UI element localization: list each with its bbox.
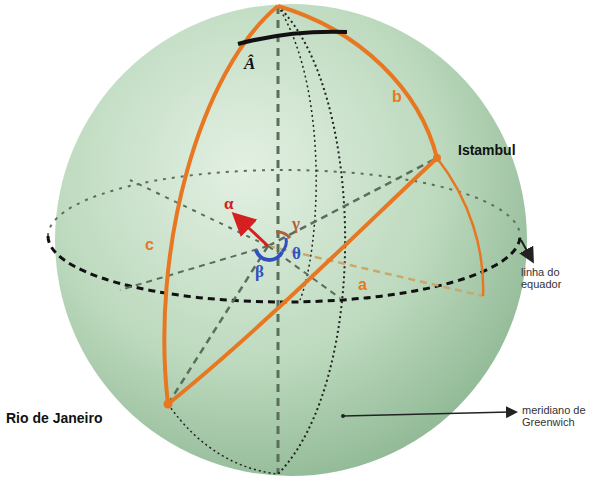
angle-label: β <box>255 262 264 282</box>
angle-label: θ <box>292 244 301 264</box>
city-label: Rio de Janeiro <box>6 410 102 426</box>
arc-label: b <box>392 88 402 106</box>
arc-label: c <box>145 236 154 254</box>
angle-label: Â <box>244 54 255 74</box>
arc-label: a <box>358 276 367 294</box>
meridian-label: meridiano de Greenwich <box>522 404 590 428</box>
angle-label: α <box>224 194 234 214</box>
city-label: Istambul <box>458 142 516 158</box>
equator-label: linha do equador <box>521 266 583 290</box>
angle-label: γ <box>292 214 300 234</box>
